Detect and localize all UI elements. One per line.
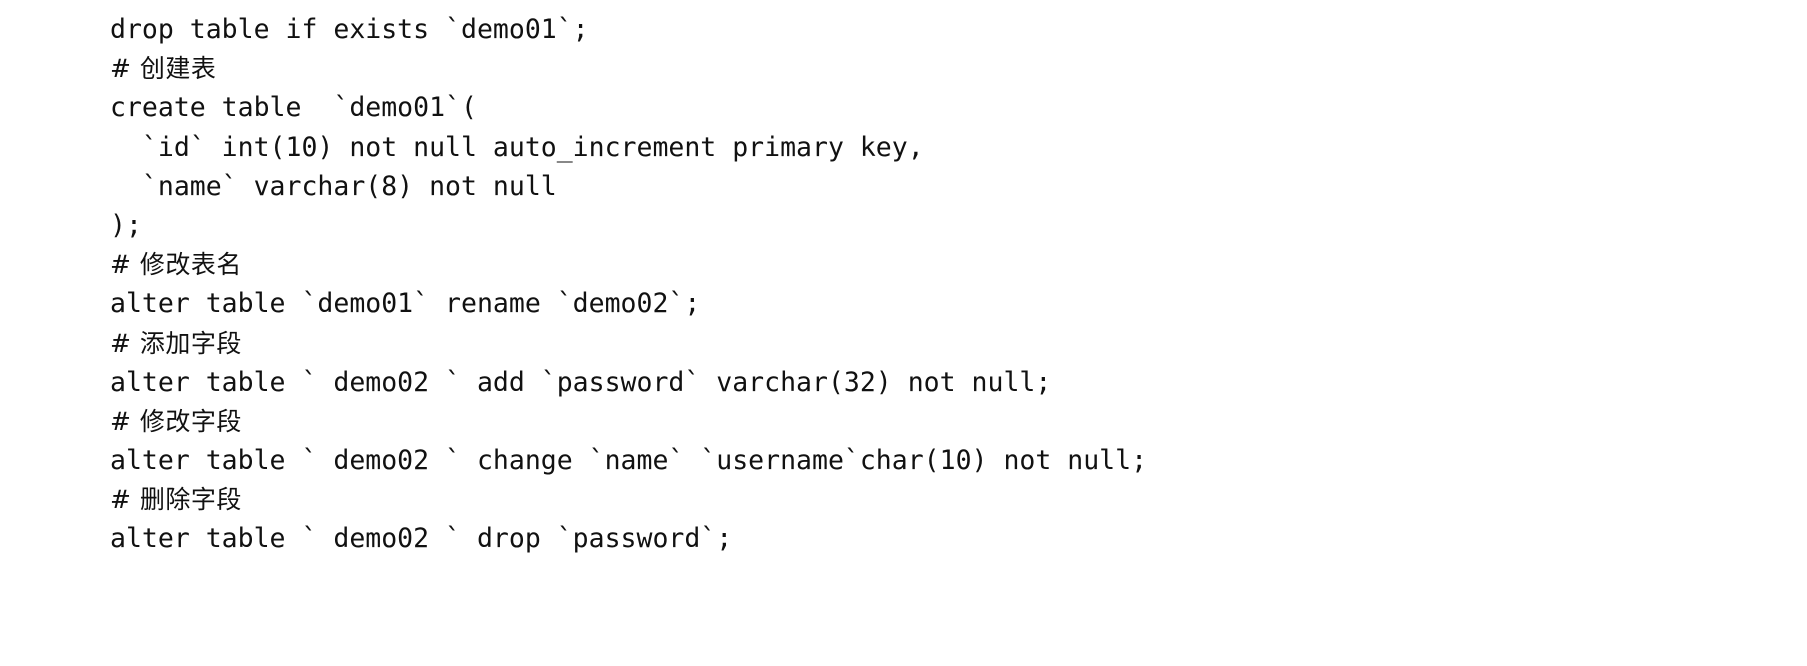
- code-line: `id` int(10) not null auto_increment pri…: [110, 131, 924, 163]
- code-line: `name` varchar(8) not null: [110, 170, 557, 202]
- code-line: create table `demo01`(: [110, 92, 477, 124]
- code-comment-line: # 修改字段: [110, 406, 242, 436]
- code-comment-line: # 删除字段: [110, 485, 242, 515]
- code-line: alter table `demo01` rename `demo02`;: [110, 288, 701, 320]
- code-line: alter table ` demo02 ` add `password` va…: [110, 366, 1052, 398]
- code-comment-line: # 修改表名: [110, 250, 242, 280]
- code-comment-line: # 创建表: [110, 54, 217, 84]
- code-line: drop table if exists `demo01`;: [110, 14, 589, 45]
- sql-code-block[interactable]: drop table if exists `demo01`; # 创建表 creat…: [110, 10, 1800, 559]
- code-line: );: [110, 209, 142, 241]
- code-line: alter table ` demo02 ` drop `password`;: [110, 523, 733, 555]
- code-comment-line: # 添加字段: [110, 328, 242, 358]
- code-line: alter table ` demo02 ` change `name` `us…: [110, 445, 1148, 477]
